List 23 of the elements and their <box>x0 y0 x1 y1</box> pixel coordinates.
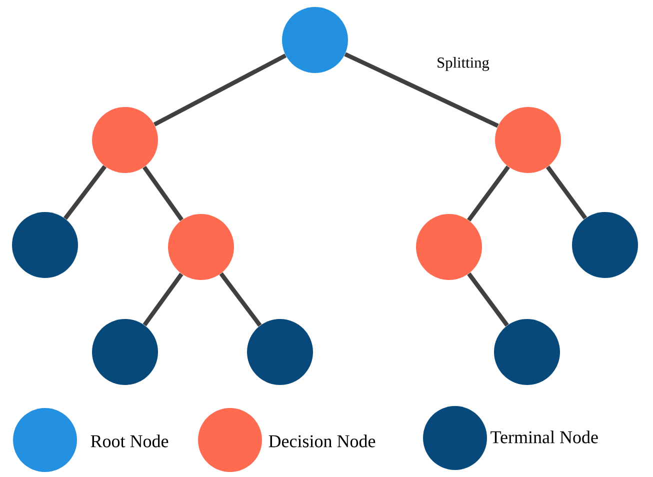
tree-node <box>247 319 313 385</box>
connector-line <box>467 165 510 222</box>
tree-node <box>416 214 482 280</box>
tree-node <box>495 107 561 173</box>
legend-label: Decision Node <box>268 434 376 448</box>
tree-node <box>494 319 560 385</box>
connector-line <box>142 166 184 222</box>
legend-label: Terminal Node <box>490 430 598 444</box>
tree-node <box>168 214 234 280</box>
tree-node <box>92 319 158 385</box>
connector-line <box>63 165 107 220</box>
connector-line <box>467 272 509 327</box>
connector-line <box>142 272 184 326</box>
tree-node <box>572 212 638 278</box>
connector-line <box>546 166 588 220</box>
split-label: Splitting <box>438 57 490 71</box>
connector-line <box>344 52 499 128</box>
connector-line <box>153 54 287 126</box>
tree-node <box>92 107 158 173</box>
connector-line <box>219 272 262 327</box>
tree-node <box>282 7 348 73</box>
legend-label: Root Node <box>90 434 168 448</box>
tree-node <box>12 212 78 278</box>
